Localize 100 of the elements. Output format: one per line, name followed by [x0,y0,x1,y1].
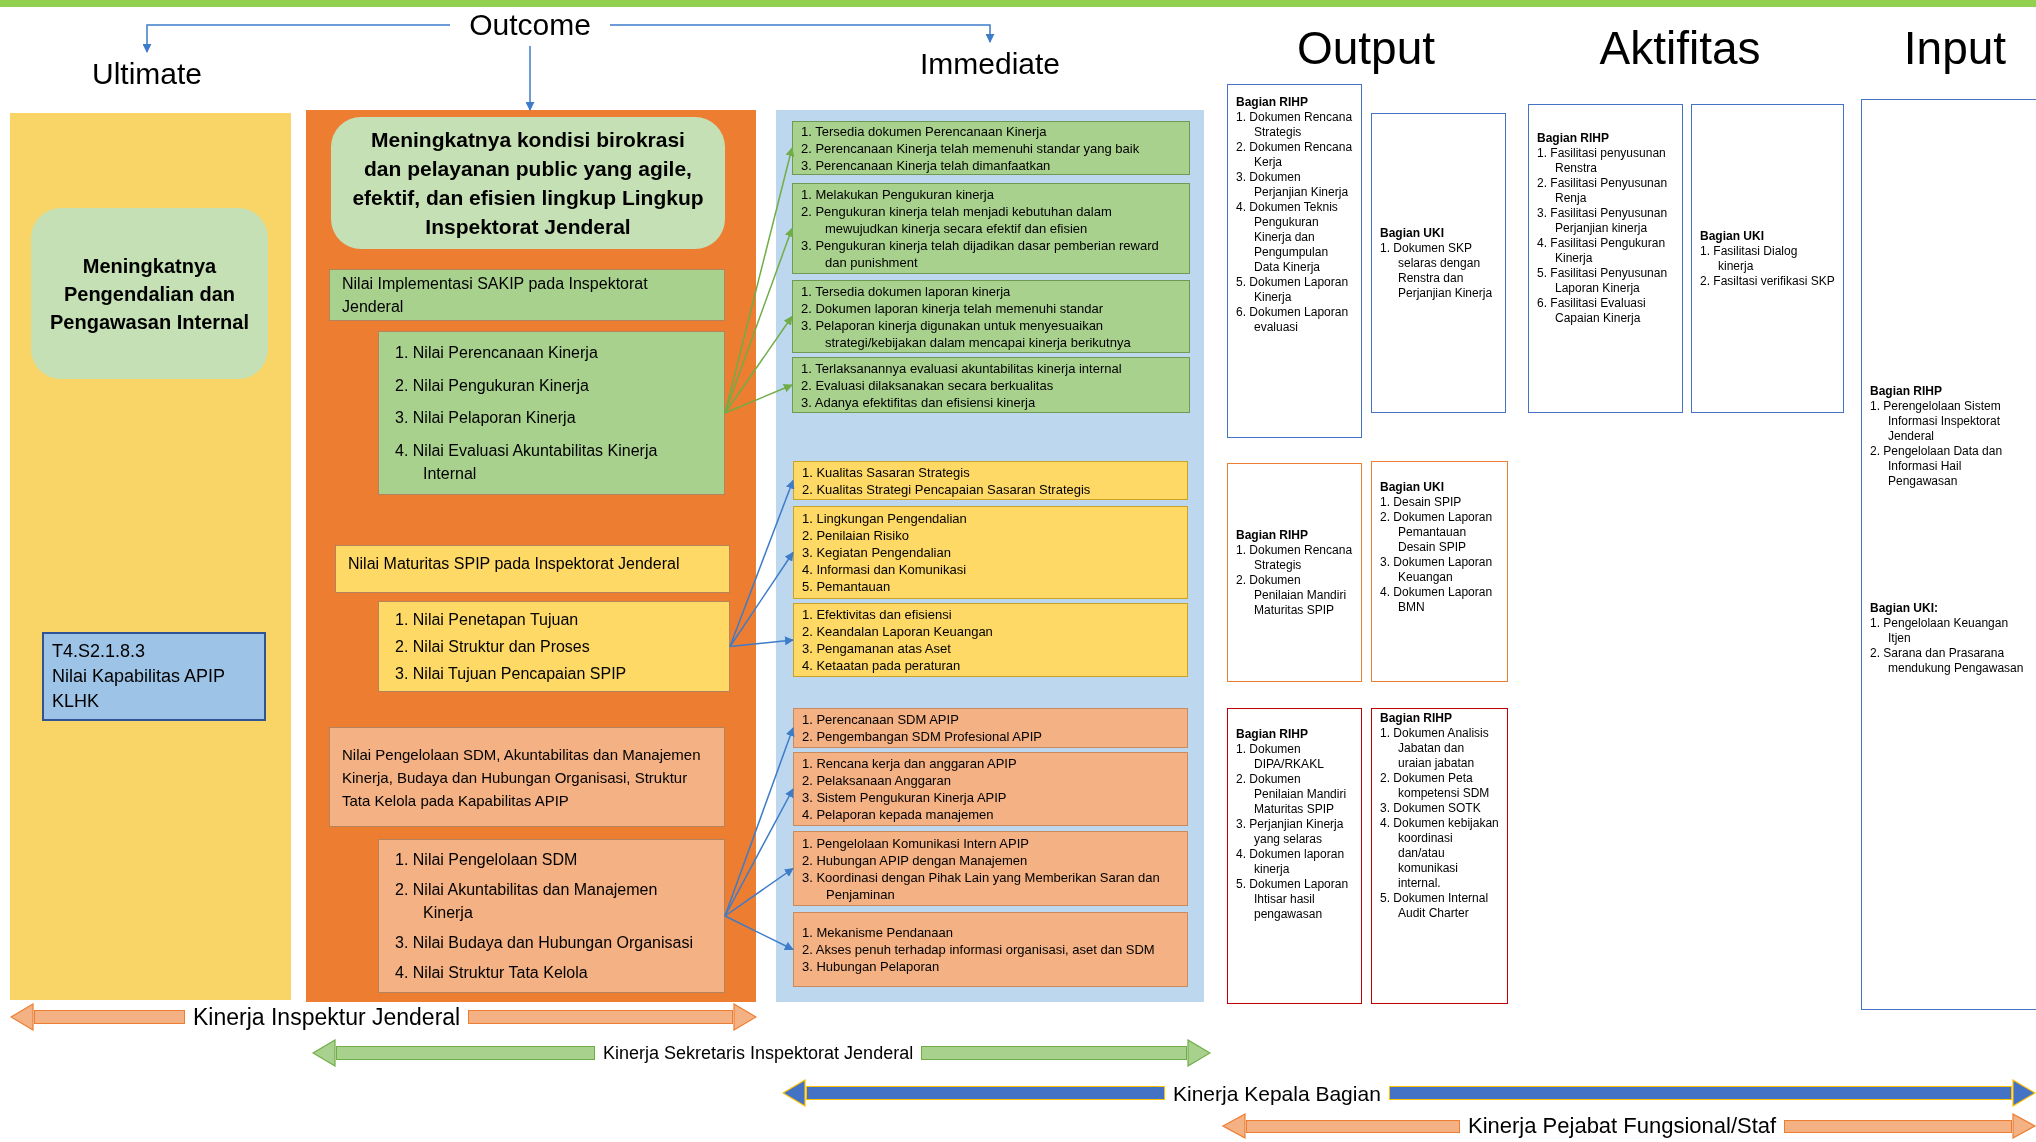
output-box [1371,461,1508,682]
list-item: 2. Pelaksanaan Anggaran [802,772,952,789]
list-item: 1. Efektivitas dan efisiensi [802,606,953,623]
list-item: 1. Dokumen DIPA/RKAKL [1236,742,1325,772]
list-item: 2. Pengembangan SDM Profesional APIP [802,728,1043,745]
output-box [1371,708,1508,1004]
column-panel [10,113,291,1000]
list-item: 2. Nilai Struktur dan Proses [395,637,591,657]
indicator-list-box [378,331,725,495]
list-item: 1. Tersedia dokumen laporan kinerja [801,282,1012,300]
list-item: 1. Dokumen Rencana Strategis [1236,542,1353,573]
list-item: 1. Mekanisme Pendanaan [802,924,955,941]
list-item: 2. Pengelolaan Data dan Informasi Hail Pengawasan [1870,444,2004,489]
list-item: 2. Perencanaan Kinerja telah memenuhi standar yang baik [801,139,1141,157]
section-heading: Bagian UKI [1380,225,1445,241]
section-heading: Bagian RIHP [1870,384,1943,399]
indicator-list-box [378,839,725,993]
list-item: 4. Fasilitasi Pengukuran Kinerja [1537,236,1667,266]
list-item: 5. Fasilitasi Penyusunan Laporan Kinerja [1537,266,1669,296]
section-heading: Bagian UKI [1700,228,1765,244]
indicator-box [42,632,266,721]
result-box [793,912,1188,987]
result-box [793,752,1188,826]
list-item: 4. Dokumen laporan kinerja [1236,847,1346,877]
connector-arrow [724,867,794,917]
band-label: Kinerja Kepala Bagian [1172,1082,1382,1104]
list-item: 2. Dokumen Rencana Kerja [1236,140,1353,170]
list-item: 2. Dokumen laporan kinerja telah memenuhi standar [801,299,1105,317]
list-item: 4. Ketaatan pada peraturan [802,657,962,674]
list-item: 2. Dokumen Penilaian Mandiri Maturitas SPIP [1236,572,1348,618]
list-item: 1. Terlaksanannya evaluasi akuntabilitas kinerja internal [801,359,1123,377]
connector-arrow [724,315,793,414]
list-item: 1. Tersedia dokumen Perencanaan Kinerja [801,122,1048,140]
list-item: 1. Dokumen SKP selaras dengan Renstra dan Perjanjian Kinerja [1380,240,1494,301]
section-heading: Bagian RIHP [1380,711,1453,726]
box-text: Nilai Maturitas SPIP pada Inspektorat Jenderal [348,554,681,574]
output-box [1371,113,1506,413]
list-item: 1. Dokumen Analisis Jabatan dan uraian jabatan [1380,726,1490,771]
list-item: 3. Nilai Tujuan Pencapaian SPIP [395,664,628,684]
connector-arrow [525,45,535,111]
column-panel [776,110,1204,1002]
band-label: Kinerja Pejabat Fungsional/Staf [1467,1115,1778,1137]
list-item: 3. Hubungan Pelaporan [802,958,941,975]
list-item: 4. Dokumen Teknis Pengukuran Kinerja dan Pengumpulan Data Kinerja [1236,200,1339,275]
list-item: 2. Nilai Akuntabilitas dan Manajemen Kinerja [395,879,659,923]
list-item: 2. Fasilitasi Penyusunan Renja [1537,176,1669,206]
list-item: 1. Nilai Penetapan Tujuan [395,610,580,630]
indicator-box [335,545,730,593]
result-box [793,708,1188,748]
column-heading: Immediate [880,42,1100,86]
column-heading: Outcome [450,4,610,46]
box-text: Nilai Implementasi SAKIP pada Inspektorat Jenderal [342,274,649,317]
list-item: 4. Pelaporan kepada manajemen [802,806,995,823]
list-item: 3. Pengamanan atas Aset [802,640,952,657]
list-item: 1. Perencanaan SDM APIP [802,711,960,728]
section-heading: Bagian RIHP [1537,131,1610,146]
list-item: 1. Desain SPIP [1380,495,1463,510]
list-item: 2. Evaluasi dilaksanakan secara berkualitas [801,376,1055,394]
list-item: 3. Dokumen SOTK [1380,801,1482,816]
list-item: 1. Lingkungan Pengendalian [802,510,968,527]
box-text: Meningkatnya Pengendalian dan Pengawasan Internal [49,253,250,335]
indicator-box [329,727,725,827]
column-heading: Output [1295,21,1437,76]
list-item: 1. Fasilitasi Dialog kinerja [1700,243,1799,274]
list-item: 3. Adanya efektifitas dan efisiensi kinerja [801,393,1037,411]
activity-box [1691,104,1844,413]
list-item: 1. Kualitas Sasaran Strategis [802,463,971,481]
list-item: 2. Dokumen Laporan Pemantauan Desain SPIP [1380,510,1494,555]
result-box [792,357,1190,413]
list-item: 3. Dokumen Laporan Keuangan [1380,555,1494,585]
section-heading: Bagian RIHP [1236,527,1309,543]
section-heading: Bagian RIHP [1236,727,1309,742]
list-item: 5. Pemantauan [802,578,892,595]
result-box [793,506,1188,599]
list-item: 1. Fasilitasi penyusunan Renstra [1537,146,1667,176]
output-box [1227,708,1362,1004]
list-item: 5. Dokumen Laporan Ihtisar hasil pengawasan [1236,877,1350,922]
indicator-box [329,269,725,321]
list-item: 1. Dokumen Rencana Strategis [1236,110,1353,140]
list-item: 2. Pengukuran kinerja telah menjadi kebutuhan dalam mewujudkan kinerja secara efektif dan efisien [801,203,1113,237]
list-item: 2. Kualitas Strategi Pencapaian Sasaran Strategis [802,480,1092,498]
list-item: 3. Nilai Budaya dan Hubungan Organisasi [395,933,694,954]
list-item: 3. Dokumen Perjanjian Kinerja [1236,170,1350,200]
connector-arrow [729,551,794,648]
column-heading: Ultimate [57,52,237,96]
list-item: 1. Melakukan Pengukuran kinerja [801,186,995,203]
box-text: Nilai Kapabilitas APIP KLHK [52,665,226,713]
result-box [792,280,1190,353]
list-item: 2. Dokumen Peta kompetensi SDM [1380,771,1491,801]
list-item: 3. Sistem Pengukuran Kinerja APIP [802,789,1008,806]
list-item: 1. Nilai Perencanaan Kinerja [395,342,599,363]
list-item: 2. Keandalan Laporan Keuangan [802,623,994,640]
list-item: 4. Dokumen Laporan BMN [1380,585,1494,615]
output-box [1227,463,1362,682]
list-item: 6. Fasilitasi Evaluasi Capaian Kinerja [1537,296,1647,326]
list-item: 3. Nilai Pelaporan Kinerja [395,408,577,429]
connector-arrow [724,227,794,414]
list-item: 3. Perjanjian Kinerja yang selaras [1236,817,1345,847]
box-text: T4.S2.1.8.3 [52,640,147,663]
list-item: 3. Koordinasi dengan Pihak Lain yang Memberikan Saran dan Penjaminan [802,868,1161,903]
